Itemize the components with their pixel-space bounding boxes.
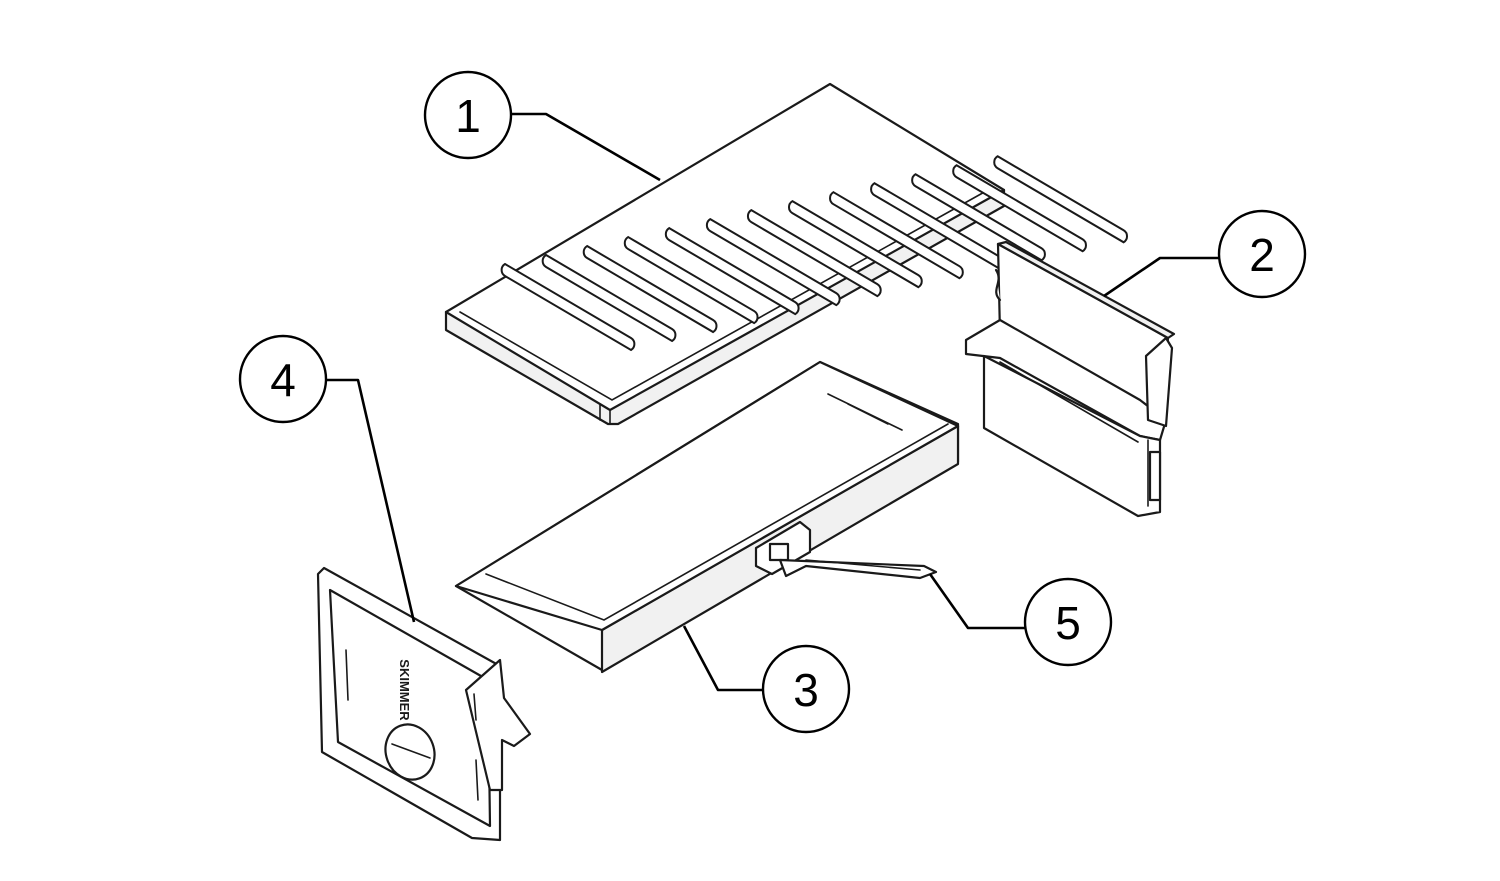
- grate-slot: [541, 253, 677, 343]
- grate-slot: [582, 244, 718, 334]
- callout-4: 4: [238, 334, 328, 424]
- grate-slot: [952, 164, 1087, 253]
- grate-slot: [664, 226, 800, 316]
- leader-2: [1103, 256, 1220, 298]
- callout-2: 2: [1217, 209, 1307, 299]
- part-3-tray: [454, 360, 960, 674]
- grate-slot: [788, 200, 923, 289]
- leader-5: [928, 573, 1026, 630]
- leader-3: [682, 625, 764, 692]
- callout-1-label: 1: [455, 90, 481, 142]
- callout-3-label: 3: [793, 664, 819, 716]
- grate-slot: [705, 217, 841, 307]
- callout-2-label: 2: [1249, 229, 1275, 281]
- cap-logo-text: SKIMMER: [397, 659, 412, 721]
- leader-4: [326, 378, 416, 623]
- part-5-handle: [778, 558, 938, 580]
- part-1-grate: [444, 82, 1128, 426]
- callout-5: 5: [1023, 577, 1113, 667]
- part-2-weir: [964, 240, 1176, 518]
- leader-1: [510, 112, 661, 182]
- callout-1: 1: [423, 70, 513, 160]
- part-4-end-cap: SKIMMER: [316, 566, 532, 842]
- grate-slot: [829, 191, 964, 280]
- grate-slot: [500, 262, 636, 352]
- grate-slot: [993, 155, 1128, 244]
- grate-slot: [623, 235, 759, 325]
- callout-3: 3: [761, 644, 851, 734]
- callout-5-label: 5: [1055, 597, 1081, 649]
- callout-4-label: 4: [270, 354, 296, 406]
- grate-slot: [746, 208, 882, 298]
- grate-slots: [500, 155, 1128, 352]
